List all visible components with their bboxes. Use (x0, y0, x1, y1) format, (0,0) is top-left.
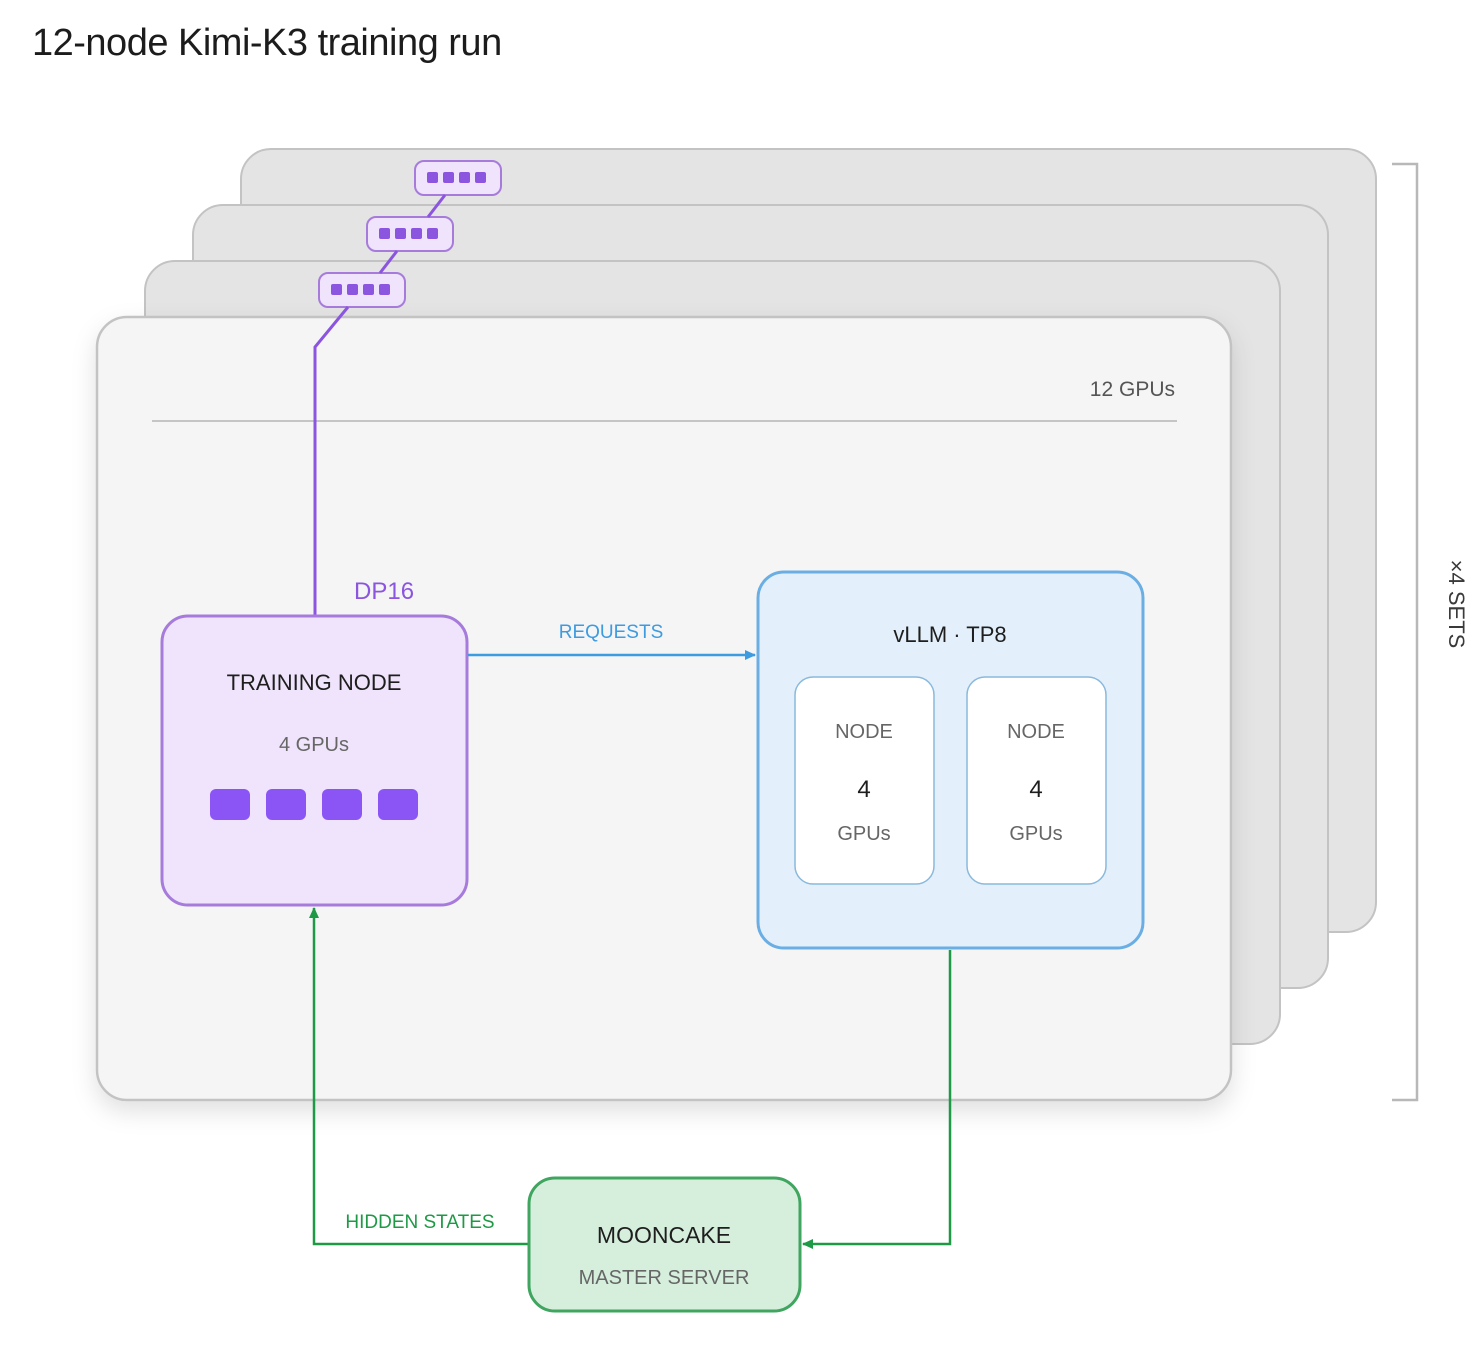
inference-node-2-count: 4 (1029, 776, 1042, 803)
vllm-to-mooncake-arrow (802, 950, 952, 1249)
inference-node-1 (794, 676, 935, 885)
mooncake-title: MOONCAKE (597, 1222, 731, 1248)
dp-chip-2 (366, 216, 454, 252)
inference-node-2 (966, 676, 1107, 885)
hidden-states-label: HIDDEN STATES (345, 1212, 494, 1233)
dp-link-2-1 (378, 250, 399, 274)
training-node-gpus: 4 GPUs (279, 734, 349, 756)
requests-label: REQUESTS (559, 622, 664, 643)
dp-chip-3 (414, 160, 502, 196)
gpu-chip (378, 789, 418, 820)
dp-label: DP16 (354, 578, 414, 605)
sets-label: ×4 SETS (1444, 560, 1469, 649)
mooncake-subtitle: MASTER SERVER (579, 1267, 750, 1289)
sets-bracket (1392, 162, 1419, 1102)
dp-link-to-training (313, 306, 350, 617)
vllm-group: vLLM · TP8 NODE 4 GPUs NODE 4 GPUs (756, 570, 1145, 950)
gpu-chip (266, 789, 306, 820)
gpu-chip (322, 789, 362, 820)
inference-node-2-title: NODE (1007, 721, 1065, 743)
dp-link-3-2 (426, 194, 447, 218)
inference-node-1-count: 4 (857, 776, 870, 803)
mooncake-server: MOONCAKE MASTER SERVER (527, 1176, 802, 1313)
inference-node-1-unit: GPUs (837, 823, 890, 845)
dp-chip-1 (318, 272, 406, 308)
page-title: 12-node Kimi-K3 training run (32, 22, 502, 64)
cluster-gpu-count: 12 GPUs (1090, 378, 1175, 401)
vllm-title: vLLM · TP8 (893, 622, 1006, 647)
gpu-chip (210, 789, 250, 820)
hidden-states-arrow (309, 907, 529, 1246)
training-node: TRAINING NODE 4 GPUs (160, 614, 469, 907)
inference-node-1-title: NODE (835, 721, 893, 743)
inference-node-2-unit: GPUs (1009, 823, 1062, 845)
training-node-title: TRAINING NODE (227, 670, 402, 695)
